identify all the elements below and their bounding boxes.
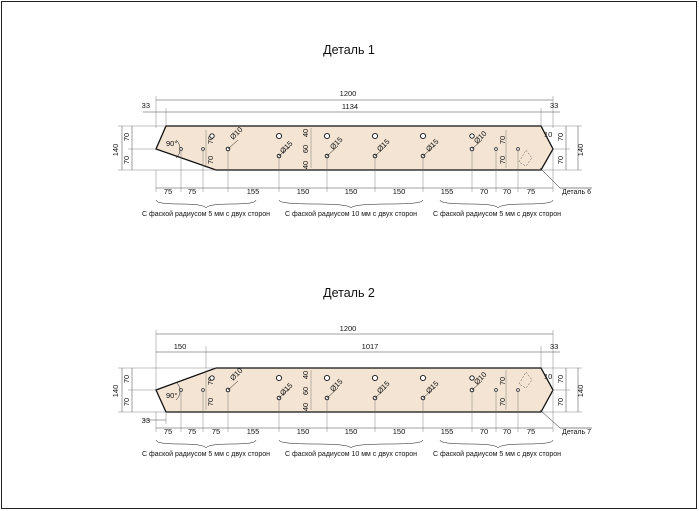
detail-2: Деталь 2 1200 150 1017 33 140 70 70 70 7… (111, 286, 592, 458)
detail-1-bottom-dim: 70 (480, 187, 488, 196)
detail-1-inner-length: 1134 (342, 102, 358, 111)
detail-1-half-left-top: 70 (122, 133, 131, 141)
detail-2-half-left-bottom: 70 (122, 398, 131, 406)
detail-2-inner-bottom: 70 (206, 398, 215, 406)
detail-2-angle: 90° (166, 391, 177, 400)
detail-1-bottom-dim: 150 (393, 187, 406, 196)
detail-2-half-right-top: 70 (556, 375, 565, 383)
detail-1-inner-right-bottom: 70 (498, 156, 507, 164)
detail-1-bottom-dim: 75 (527, 187, 535, 196)
detail-2-offset-right: 33 (550, 342, 558, 351)
detail-1-note-1: С фаской радиусом 5 мм с двух сторон (142, 210, 270, 218)
detail-1-bottom-dim: 70 (503, 187, 511, 196)
detail-2-note-2: С фаской радиусом 10 мм с двух сторон (285, 450, 417, 458)
detail-1-bottom-dim: 75 (164, 187, 172, 196)
detail-2-inner-right-top: 70 (498, 377, 507, 385)
detail-2-hole-small (494, 388, 498, 392)
detail-2-hole-d10 (469, 375, 475, 381)
detail-2-total-length: 1200 (340, 324, 357, 333)
detail-1: Деталь 1 1200 1134 33 33 140 70 70 70 70… (111, 43, 592, 218)
detail-2-offset-bottom-left: 33 (142, 416, 150, 425)
detail-2-center-mid: 60 (301, 387, 310, 395)
detail-1-right-small: 10 (544, 130, 552, 139)
detail-1-hole-d10 (209, 133, 215, 139)
detail-1-total-length: 1200 (340, 89, 357, 98)
detail-2-offset-left: 150 (174, 342, 187, 351)
detail-1-bottom-dim: 150 (297, 187, 310, 196)
detail-2-bottom-dim: 75 (164, 427, 172, 436)
detail-1-bottom-dim: 155 (247, 187, 260, 196)
detail-2-hole-d15 (419, 374, 427, 382)
detail-1-hole-d15 (275, 132, 283, 140)
detail-2-note-3: С фаской радиусом 5 мм с двух сторон (433, 450, 561, 458)
detail-1-angle: 90° (166, 139, 177, 148)
detail-2-inner-right-bottom: 70 (498, 398, 507, 406)
detail-2-bottom-dim: 75 (188, 427, 196, 436)
detail-1-hole-d10 (469, 133, 475, 139)
detail-1-part-label: Деталь 6 (562, 189, 591, 196)
detail-2-inner-top: 70 (206, 377, 215, 385)
detail-2-title: Деталь 2 (323, 286, 375, 300)
detail-1-hole-small (179, 147, 183, 151)
detail-1-hole-small (201, 147, 205, 151)
detail-1-hole-small (494, 147, 498, 151)
detail-2-hole-small (179, 388, 183, 392)
detail-2-hole-d15 (371, 374, 379, 382)
detail-2-center-bottom: 40 (301, 403, 310, 411)
detail-1-half-right-bottom: 70 (556, 156, 565, 164)
detail-1-height-left: 140 (111, 144, 120, 157)
detail-2-right-small: 10 (544, 372, 552, 381)
detail-2-bottom-dim: 150 (345, 427, 358, 436)
detail-2-hole-small (201, 388, 205, 392)
detail-1-inner-top: 70 (206, 136, 215, 144)
detail-2-bottom-dim: 150 (297, 427, 310, 436)
detail-1-title: Деталь 1 (323, 43, 375, 57)
detail-2-bottom-dim: 70 (480, 427, 488, 436)
detail-2-bottom-dim: 75 (212, 427, 220, 436)
detail-1-note-3: С фаской радиусом 5 мм с двух сторон (433, 210, 561, 218)
detail-1-hole-d15 (371, 132, 379, 140)
detail-1-inner-bottom: 70 (206, 156, 215, 164)
detail-2-hole-d15 (275, 374, 283, 382)
detail-1-hole-d15 (323, 132, 331, 140)
detail-1-height-right: 140 (576, 144, 585, 157)
detail-2-center-top: 40 (301, 371, 310, 379)
detail-1-offset-left: 33 (142, 101, 150, 110)
detail-2-half-right-bottom: 70 (556, 398, 565, 406)
detail-2-hole-d10 (209, 375, 215, 381)
detail-1-hole-d15 (419, 132, 427, 140)
detail-2-height-right: 140 (576, 385, 585, 398)
detail-1-hole-small (516, 147, 520, 151)
detail-2-plate (155, 367, 554, 413)
detail-1-half-left-bottom: 70 (122, 156, 131, 164)
detail-1-center-top: 40 (301, 129, 310, 137)
detail-1-bottom-dim: 155 (441, 187, 454, 196)
detail-2-bottom-dim: 155 (441, 427, 454, 436)
detail-1-note-2: С фаской радиусом 10 мм с двух сторон (285, 210, 417, 218)
detail-2-bottom-dim: 155 (247, 427, 260, 436)
detail-2-hole-small (516, 388, 520, 392)
detail-1-inner-right-top: 70 (498, 136, 507, 144)
detail-2-bottom-dim: 150 (393, 427, 406, 436)
detail-2-half-left-top: 70 (122, 375, 131, 383)
detail-2-hole-d15 (323, 374, 331, 382)
detail-1-offset-right: 33 (550, 101, 558, 110)
detail-2-bottom-dim: 70 (503, 427, 511, 436)
detail-1-bottom-dim: 150 (345, 187, 358, 196)
detail-1-plate (155, 125, 554, 171)
detail-1-center-mid: 60 (301, 145, 310, 153)
detail-2-note-1: С фаской радиусом 5 мм с двух сторон (142, 450, 270, 458)
detail-1-half-right-top: 70 (556, 133, 565, 141)
detail-2-height-left: 140 (111, 385, 120, 398)
detail-1-center-bottom: 40 (301, 161, 310, 169)
detail-2-inner-length: 1017 (362, 342, 379, 351)
detail-2-part-label: Деталь 7 (562, 429, 591, 436)
detail-1-bottom-dim: 75 (188, 187, 196, 196)
detail-2-bottom-dim: 75 (527, 427, 535, 436)
